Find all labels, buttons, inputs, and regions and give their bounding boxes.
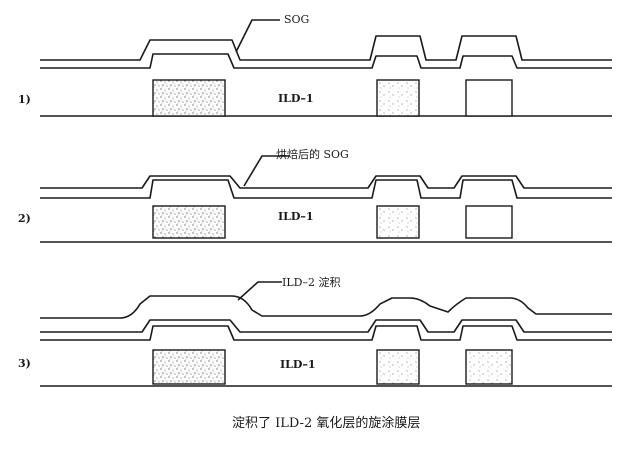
step-2-metal-block-2: [376, 205, 420, 239]
step-2-ild1-label: ILD–1: [278, 210, 314, 223]
step-2-metal-block-3: [465, 205, 513, 239]
step-1-metal-block-3: [465, 79, 513, 117]
step-2-ild1-top-line: [40, 179, 612, 199]
step-3-ild1-top-line: [40, 325, 612, 341]
step-3-panel: ILD–2 淀积 3) ILD–1: [18, 275, 612, 387]
step-1-sog-line: [40, 35, 612, 61]
step-3-number: 3): [18, 357, 31, 370]
step-3-annotation-leader: [237, 281, 282, 301]
step-3-metal-block-1: [152, 349, 226, 385]
step-1-ild1-label: ILD–1: [278, 92, 314, 105]
step-3-metal-block-2: [376, 349, 420, 385]
step-1-ild1-top-line: [40, 53, 612, 69]
step-2-panel: 烘焙后的 SOG 2) ILD–1: [18, 147, 612, 243]
step-3-metal-block-3: [465, 349, 513, 385]
step-1-number: 1): [18, 93, 31, 106]
step-3-ild2-top-line: [40, 295, 612, 319]
step-1-metal-block-2: [376, 79, 420, 117]
step-3-ild1-label: ILD–1: [280, 358, 316, 371]
figure-caption: 淀积了 ILD-2 氧化层的旋涂膜层: [232, 415, 420, 431]
step-2-baked-sog-line: [40, 175, 612, 189]
step-3-baked-sog-line: [40, 319, 612, 333]
step-2-annotation-leader: [243, 155, 290, 187]
step-1-annotation: SOG: [284, 13, 309, 26]
step-2-metal-block-1: [152, 205, 226, 239]
step-1-metal-block-1: [152, 79, 226, 117]
step-2-annotation: 烘焙后的 SOG: [276, 147, 349, 161]
step-2-number: 2): [18, 212, 31, 225]
step-1-panel: SOG 1) ILD–1: [18, 13, 612, 117]
step-3-annotation: ILD–2 淀积: [282, 275, 340, 289]
step-1-annotation-leader: [235, 19, 280, 53]
